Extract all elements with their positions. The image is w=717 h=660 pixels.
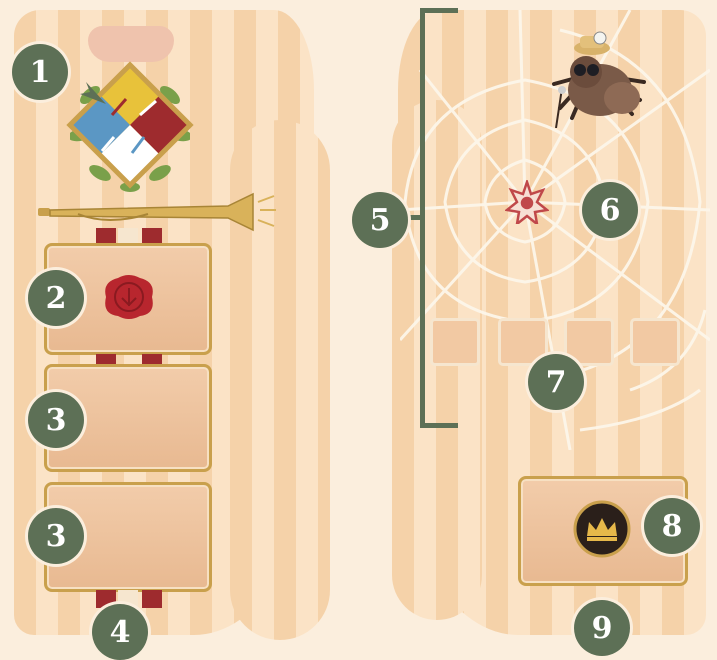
callout-badge-7: 7 <box>528 354 584 410</box>
callout-badge-1: 1 <box>12 44 68 100</box>
arrow-pointer-icon <box>62 76 106 104</box>
emblem-top-ornament <box>88 26 174 62</box>
callout-badge-5: 5 <box>352 192 408 248</box>
flower-star-icon[interactable] <box>505 180 549 224</box>
callout-badge-6: 6 <box>582 182 638 238</box>
ribbon <box>96 228 116 246</box>
ribbon <box>118 590 138 608</box>
ribbon <box>96 354 116 366</box>
ribbon <box>96 590 116 608</box>
callout-badge-3a: 3 <box>28 392 84 448</box>
web-track-bracket <box>420 8 458 428</box>
web-slot[interactable] <box>498 318 548 366</box>
web-slot[interactable] <box>430 318 480 366</box>
web-slot[interactable] <box>564 318 614 366</box>
compass-quadrant-emblem-icon[interactable] <box>60 55 200 195</box>
web-track-bracket-tick <box>410 215 424 220</box>
ribbon <box>142 590 162 608</box>
crown-token-icon[interactable] <box>573 500 631 558</box>
callout-badge-4: 4 <box>92 604 148 660</box>
callout-badge-3b: 3 <box>28 508 84 564</box>
callout-badge-9: 9 <box>574 600 630 656</box>
spider-with-hat-icon <box>552 31 646 128</box>
ribbon <box>142 228 162 246</box>
callout-badge-8: 8 <box>644 498 700 554</box>
herald-trumpet-icon <box>38 192 276 232</box>
wax-seal-icon <box>105 275 153 319</box>
ribbon <box>118 228 138 246</box>
web-slot[interactable] <box>630 318 680 366</box>
ribbon <box>142 354 162 366</box>
callout-badge-2: 2 <box>28 270 84 326</box>
